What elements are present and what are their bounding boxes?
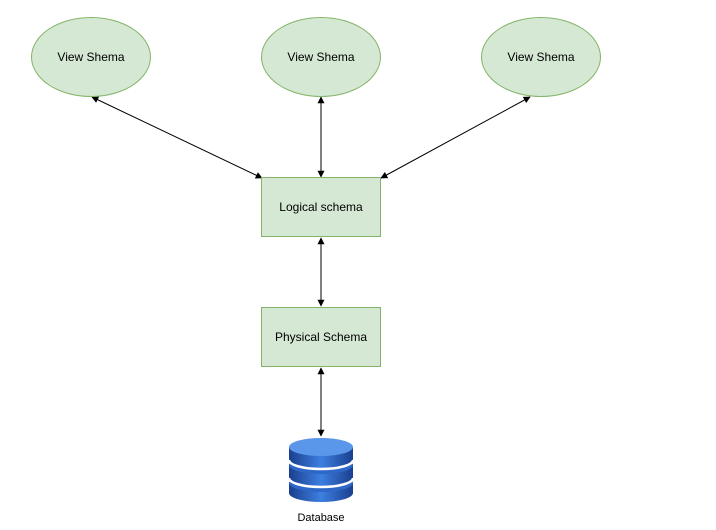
edge-view1-logical [91, 96, 263, 179]
physical-schema-label: Physical Schema [274, 330, 368, 344]
view-schema-node-3[interactable]: View Shema [481, 17, 601, 97]
logical-schema-node[interactable]: Logical schema [261, 177, 381, 237]
view-schema-label: View Shema [507, 50, 575, 64]
edge-view3-logical [380, 96, 531, 179]
view-schema-node-1[interactable]: View Shema [31, 17, 151, 97]
view-schema-node-2[interactable]: View Shema [261, 17, 381, 97]
database-label: Database [297, 512, 345, 524]
view-schema-label: View Shema [287, 50, 355, 64]
view-schema-label: View Shema [57, 50, 125, 64]
database-icon[interactable] [287, 437, 355, 503]
physical-schema-node[interactable]: Physical Schema [261, 307, 381, 367]
logical-schema-label: Logical schema [279, 200, 363, 214]
